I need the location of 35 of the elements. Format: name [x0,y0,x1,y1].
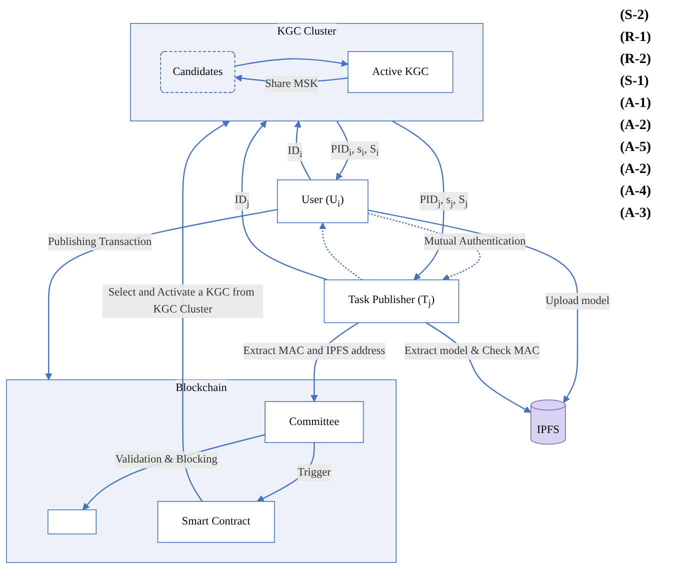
edge-label: Extract MAC and IPFS address [243,345,386,358]
step-label: (R-1) [620,30,652,46]
node-box [48,509,97,534]
node-box: Task Publisher (T$_{j}$) [324,279,460,324]
edge-label: PID$_{j}$, s$_{j}$, S$_{j}$ [420,194,468,209]
step-label: (A-4) [620,184,652,200]
edge-label: Upload model [545,295,610,308]
node-box: Active KGC [348,51,454,94]
edge-label: Select and Activate a KGC from KGC Cluster [108,286,254,316]
node-box: Smart Contract [157,501,275,543]
edge-label: Extract model & Check MAC [404,345,540,358]
arrow [235,58,348,67]
step-label: (A-2) [620,118,652,134]
edge-label: Mutual Authentication [424,236,526,248]
edge-label: Share MSK [265,78,318,90]
edge-label: ID$_{j}$ [234,194,250,209]
step-label: (S-1) [620,74,650,90]
edge-label: Publishing Transaction [48,236,152,248]
edge-label: Trigger [298,466,331,479]
edge-label: Validation & Blocking [115,454,218,466]
step-label: (A-5) [620,140,652,156]
arrow [294,120,312,180]
step-label: (A-3) [620,206,652,222]
arrow [45,209,278,380]
edge-label: PID$_{i}$, s$_{i}$, S$_{i}$ [330,144,379,158]
arrow [241,120,328,280]
arrow [319,222,362,280]
step-label: (A-1) [620,96,652,112]
step-label: (S-2) [620,8,650,24]
node-box: User (U$_{i}$) [276,180,368,224]
step-label: (A-2) [620,162,652,178]
edge-label: ID$_{i}$ [288,145,302,160]
step-label: (R-2) [620,52,652,68]
arrow [82,434,266,510]
node-box: Committee [264,401,364,444]
